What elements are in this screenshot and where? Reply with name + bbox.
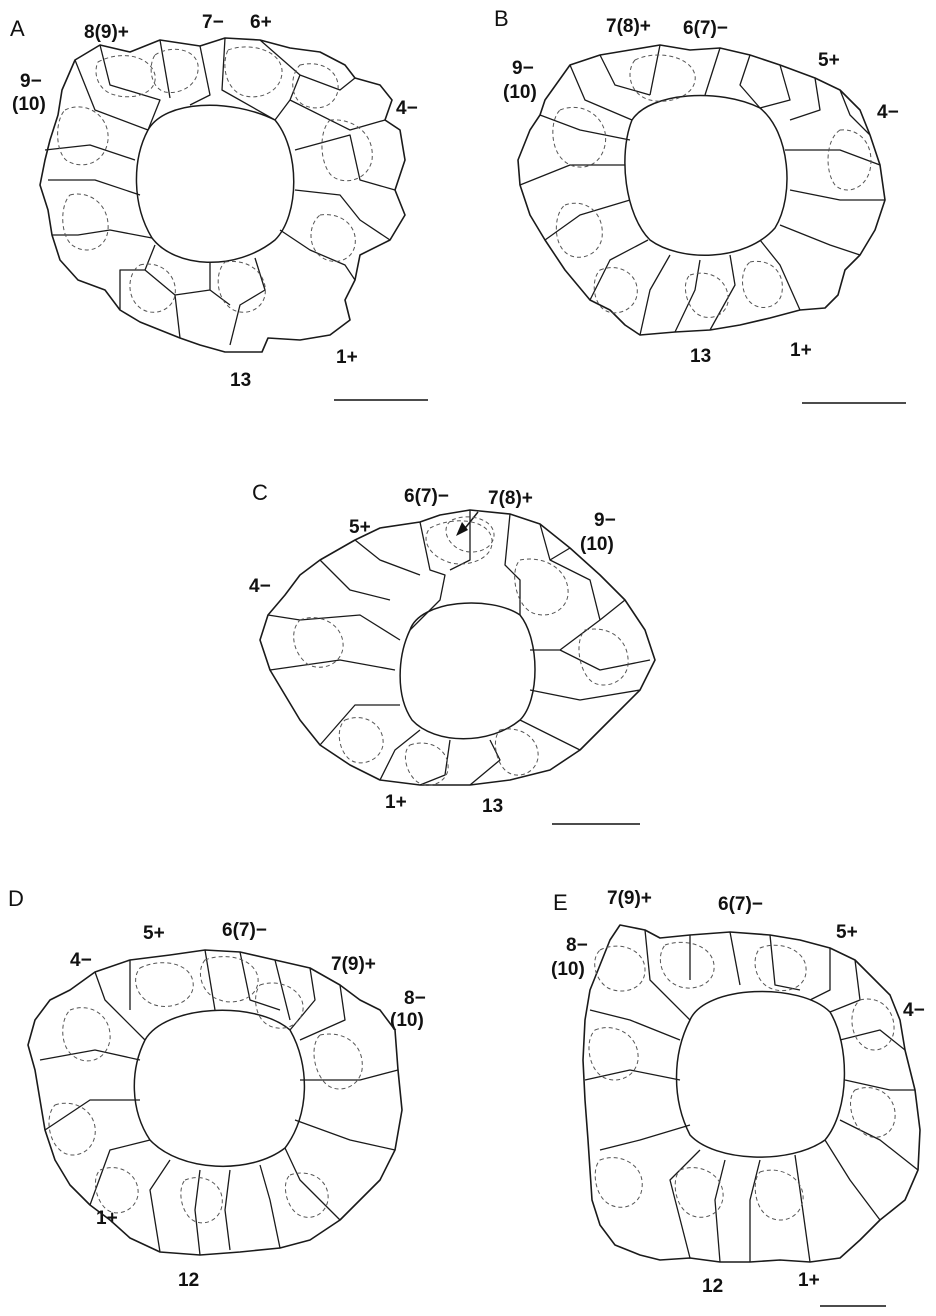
panel-a-label-8-9-plus: 8(9)+ [84, 22, 129, 43]
panel-a-hypotractal-plates [58, 47, 373, 312]
panel-e-letter: E [553, 890, 568, 915]
panel-b-label-7-8-plus: 7(8)+ [606, 16, 651, 37]
panel-a-label-9-minus: 9− [20, 71, 42, 92]
panel-e: E 7(9)+ 6(7)− 5+ 8− (10) 4− 12 1+ [551, 888, 925, 1306]
panel-a-letter: A [10, 16, 25, 41]
panel-d-label-10: (10) [390, 1010, 424, 1031]
panel-c-letter: C [252, 480, 268, 505]
panel-b: B 7(8)+ 6(7)− 5+ 9− (10) 4− 13 1+ [494, 6, 906, 403]
panel-d-label-4-minus: 4− [70, 950, 92, 971]
panel-b-cyst-outline [518, 45, 885, 335]
panel-c-label-7-8-plus: 7(8)+ [488, 488, 533, 509]
panel-a-plate-sutures [45, 38, 395, 345]
panel-e-cyst-outline [583, 925, 920, 1262]
panel-e-plate-sutures [585, 930, 918, 1262]
panel-d-label-12: 12 [178, 1270, 199, 1291]
panel-d-archeopyle [134, 1010, 304, 1166]
panel-c-archeopyle [400, 603, 535, 739]
panel-c-hypotractal-plates [294, 521, 628, 785]
panel-b-letter: B [494, 6, 509, 31]
panel-d-letter: D [8, 886, 24, 911]
panel-b-label-5-plus: 5+ [818, 50, 840, 71]
panel-b-label-10: (10) [503, 82, 537, 103]
panel-d-label-7-9-plus: 7(9)+ [331, 954, 376, 975]
panel-b-label-13: 13 [690, 346, 711, 367]
panel-d-hypotractal-plates [49, 957, 362, 1223]
panel-c-label-6-7-minus: 6(7)− [404, 486, 449, 507]
panel-e-label-12: 12 [702, 1276, 723, 1297]
panel-c-label-4-minus: 4− [249, 576, 271, 597]
panel-e-label-6-7-minus: 6(7)− [718, 894, 763, 915]
panel-e-label-7-9-plus: 7(9)+ [607, 888, 652, 909]
panel-b-label-4-minus: 4− [877, 102, 899, 123]
panel-c-label-9-minus: 9− [594, 510, 616, 531]
panel-a-label-1-plus: 1+ [336, 347, 358, 368]
panel-c-label-1-plus: 1+ [385, 792, 407, 813]
panel-c: C 6(7)− 7(8)+ 5+ 9− (10) 4− 1+ 13 [249, 480, 655, 824]
panel-a-label-4-minus: 4− [396, 98, 418, 119]
panel-d: D 5+ 6(7)− 4− 7(9)+ 8− (10) 1+ 12 [8, 886, 426, 1291]
panel-b-label-9-minus: 9− [512, 58, 534, 79]
panel-e-label-4-minus: 4− [903, 1000, 925, 1021]
panel-b-label-6-7-minus: 6(7)− [683, 18, 728, 39]
panel-c-arrow-head [456, 522, 468, 536]
panel-b-label-1-plus: 1+ [790, 340, 812, 361]
panel-e-label-10: (10) [551, 959, 585, 980]
panel-a-label-7-minus: 7− [202, 12, 224, 33]
panel-c-label-10: (10) [580, 534, 614, 555]
panel-a-label-6-plus: 6+ [250, 12, 272, 33]
panel-a-label-10: (10) [12, 94, 46, 115]
panel-e-label-5-plus: 5+ [836, 922, 858, 943]
panel-d-plate-sutures [40, 950, 398, 1255]
panel-d-label-5-plus: 5+ [143, 923, 165, 944]
panel-e-archeopyle [677, 991, 845, 1157]
panel-b-archeopyle [625, 96, 787, 256]
panel-e-label-8-minus: 8− [566, 935, 588, 956]
panel-d-cyst-outline [28, 950, 402, 1255]
panel-b-plate-sutures [520, 45, 885, 335]
panel-d-label-8-minus: 8− [404, 988, 426, 1009]
panel-e-label-1-plus: 1+ [798, 1270, 820, 1291]
panel-a-archeopyle [136, 105, 293, 262]
panel-c-label-13: 13 [482, 796, 503, 817]
panel-d-label-6-7-minus: 6(7)− [222, 920, 267, 941]
panel-a: A 8(9)+ 7− 6+ 9− (10) 4− 13 1+ [10, 12, 428, 400]
panel-a-label-13: 13 [230, 370, 251, 391]
